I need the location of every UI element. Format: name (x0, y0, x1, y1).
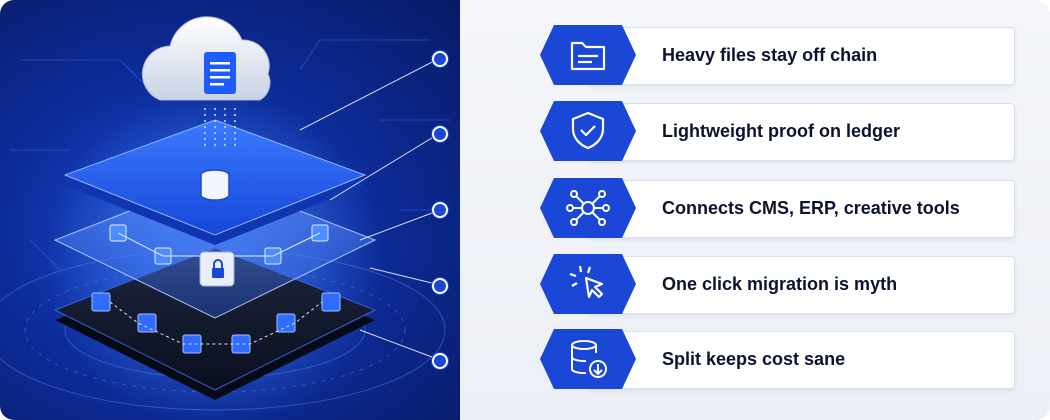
feature-row: Heavy files stay off chain (540, 23, 1020, 87)
connector-dot (432, 278, 448, 294)
feature-label: Heavy files stay off chain (662, 45, 878, 65)
feature-label: Lightweight proof on ledger (662, 121, 900, 141)
feature-bar (588, 27, 1015, 85)
database-icon (200, 169, 230, 201)
feature-label: Connects CMS, ERP, creative tools (662, 198, 960, 218)
connector-dot (432, 353, 448, 369)
feature-label: One click migration is myth (662, 274, 898, 294)
feature-row: Lightweight proof on ledger (540, 99, 1020, 163)
shield-check-icon (540, 101, 636, 161)
data-stream (204, 108, 236, 150)
left-panel (0, 0, 460, 420)
bottom-layer (53, 247, 377, 400)
folder-icon (540, 25, 636, 85)
feature-bar (588, 103, 1015, 161)
feature-row: One click migration is myth (540, 252, 1020, 316)
feature-bar (588, 331, 1015, 389)
connector-dot (432, 202, 448, 218)
connector-dot (432, 126, 448, 142)
lock-icon (199, 251, 235, 287)
cursor-click-icon (540, 254, 636, 314)
connector-dot (432, 51, 448, 67)
network-hub-icon (540, 178, 636, 238)
feature-label: Split keeps cost sane (662, 349, 846, 369)
storage-illustration (0, 16, 450, 420)
glass-nodes (109, 224, 329, 265)
feature-row: Connects CMS, ERP, creative tools (540, 176, 1020, 240)
cloud-icon (141, 16, 271, 101)
connector-lines (299, 57, 441, 361)
document-icon (204, 52, 236, 94)
feature-row: Split keeps cost sane (540, 327, 1020, 391)
database-download-icon (540, 329, 636, 389)
top-layer (63, 119, 367, 245)
feature-bar (588, 180, 1015, 238)
feature-bar (588, 256, 1015, 314)
